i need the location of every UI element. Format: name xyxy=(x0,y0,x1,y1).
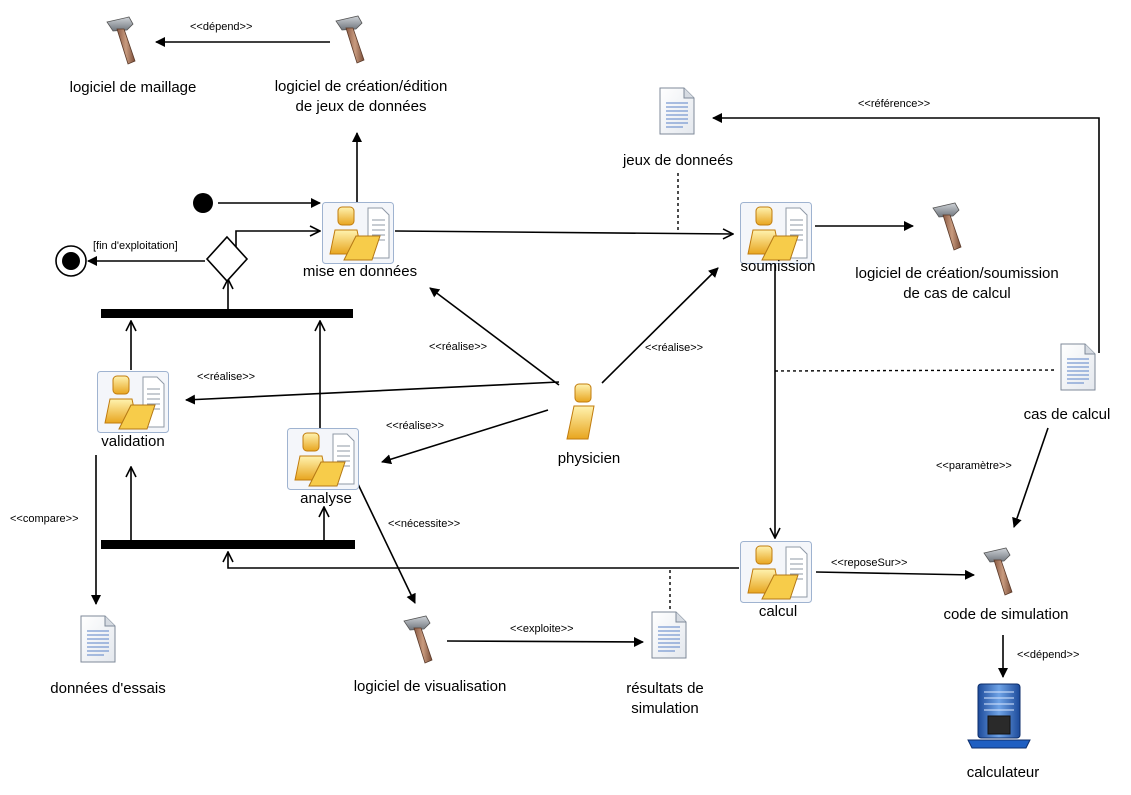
document-icon-resultats xyxy=(651,611,687,659)
label-logiciel-edition-line1: logiciel de création/édition xyxy=(274,78,448,95)
document-icon-essais xyxy=(80,615,116,663)
decision-node xyxy=(205,235,249,283)
initial-node xyxy=(193,193,213,213)
edge-label-realise-soumission: <<réalise>> xyxy=(645,342,704,354)
fork-bar xyxy=(101,540,355,549)
label-calculateur: calculateur xyxy=(966,764,1040,781)
edge-label-necessite: <<nécessite>> xyxy=(388,518,461,530)
person-icon-physicien xyxy=(566,383,595,440)
label-logiciel-soumission-line1: logiciel de création/soumission xyxy=(855,265,1059,282)
dashed-cas-link xyxy=(774,369,1058,372)
edge-label-realise-mise: <<réalise>> xyxy=(429,341,488,353)
edge-label-depend-bottom: <<dépend>> xyxy=(1017,649,1080,661)
worker-icon-analyse xyxy=(287,428,359,490)
edge-label-fin-exploitation: [fin d'exploitation] xyxy=(93,240,178,252)
edge-repose-sur xyxy=(815,569,975,580)
label-mise-en-donnees: mise en données xyxy=(302,263,418,280)
worker-icon-calcul xyxy=(740,541,812,603)
edge-label-reference: <<référence>> xyxy=(858,98,931,110)
hammer-icon-soumission xyxy=(932,202,962,251)
label-code-simulation: code de simulation xyxy=(943,606,1069,623)
edge-calcul-to-fork xyxy=(228,552,739,569)
edge-reference xyxy=(712,113,1100,353)
edge-realise-validation xyxy=(185,381,560,405)
edges xyxy=(87,37,1100,678)
label-cas-de-calcul: cas de calcul xyxy=(1023,406,1111,423)
edge-label-realise-analyse: <<réalise>> xyxy=(386,420,445,432)
edge-label-repose-sur: <<reposeSur>> xyxy=(831,557,908,569)
label-resultats-line1: résultats de xyxy=(626,680,704,697)
label-calcul: calcul xyxy=(758,603,798,620)
label-resultats-line2: simulation xyxy=(631,700,699,717)
server-icon-calculateur xyxy=(967,683,1031,749)
edge-exploite xyxy=(446,636,644,647)
worker-icon-mise xyxy=(322,202,394,264)
document-icon-jeux xyxy=(659,87,695,135)
label-donnees-essais: données d'essais xyxy=(50,680,166,697)
dashed-links xyxy=(669,173,1058,612)
label-logiciel-edition-line2: de jeux de données xyxy=(295,98,427,115)
edge-realise-soumission xyxy=(601,267,719,384)
label-logiciel-maillage: logiciel de maillage xyxy=(69,79,197,96)
edge-label-depend-top: <<dépend>> xyxy=(190,21,253,33)
hammer-icon-edition xyxy=(335,15,365,64)
edge-realise-mise xyxy=(429,287,560,386)
label-logiciel-soumission-line2: de cas de calcul xyxy=(903,285,1011,302)
worker-icon-validation xyxy=(97,371,169,433)
label-soumission: soumission xyxy=(740,258,816,275)
worker-icon-soumission xyxy=(740,202,812,264)
label-validation: validation xyxy=(101,433,165,450)
label-physicien: physicien xyxy=(557,450,621,467)
label-jeux-donnees: jeux de donneés xyxy=(622,152,734,169)
join-bar xyxy=(101,309,353,318)
final-node-core xyxy=(62,252,80,270)
edge-necessite xyxy=(356,481,416,604)
hammer-icon-maillage xyxy=(106,16,136,65)
hammer-icon-simulation xyxy=(983,547,1013,596)
edge-decision-to-mise xyxy=(235,231,320,248)
document-icon-cas xyxy=(1060,343,1096,391)
edge-label-parametre: <<paramètre>> xyxy=(936,460,1012,472)
edge-mise-to-soumission xyxy=(394,231,733,234)
hammer-icon-visualisation xyxy=(403,615,433,664)
edge-parametre xyxy=(1012,427,1049,528)
edge-label-realise-validation: <<réalise>> xyxy=(197,371,256,383)
edge-label-exploite: <<exploite>> xyxy=(510,623,574,635)
label-analyse: analyse xyxy=(300,490,352,507)
label-logiciel-visualisation: logiciel de visualisation xyxy=(353,678,507,695)
edge-realise-analyse xyxy=(381,409,549,465)
edge-label-compare: <<compare>> xyxy=(10,513,79,525)
